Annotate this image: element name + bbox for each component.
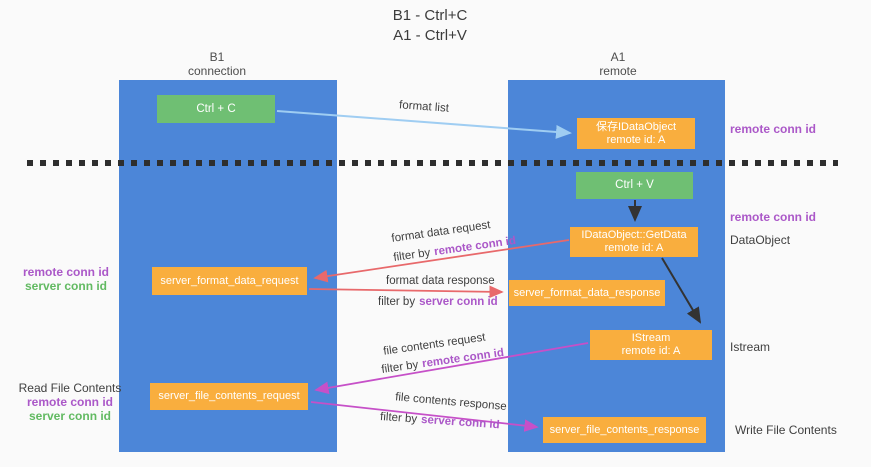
server-format-data-response-label: server_format_data_response [513,286,661,299]
diagram-title: B1 - Ctrl+C A1 - Ctrl+V [330,6,530,46]
node-ctrl-v: Ctrl + V [576,172,693,199]
filter-by-text-1: filter by [392,246,432,264]
label-remote-conn-id-mid-right: remote conn id [730,210,817,224]
save-idataobject-line2: remote id: A [606,133,666,146]
filter-by-text-3: filter by [380,358,420,376]
edge-label-format-data-response: format data response [386,275,495,287]
node-istream: IStream remote id: A [590,330,712,360]
left-conn-id-legend-1: remote conn id server conn id [16,265,116,293]
ctrl-c-label: Ctrl + C [196,102,236,115]
label-remote-conn-id-left-1: remote conn id [22,265,109,279]
istream-line1: IStream [631,332,671,344]
node-save-idataobject: 保存IDataObject remote id: A [577,118,695,149]
istream-line2: remote id: A [621,345,681,357]
getdata-line1: IDataObject::GetData [581,229,687,241]
server-format-data-request-label: server_format_data_request [160,274,299,287]
label-dataobject: DataObject [730,233,791,247]
lane-b1-subtitle: connection [187,64,247,78]
title-line-1: B1 - Ctrl+C [392,7,468,24]
edge-label-format-list: format list [398,99,450,115]
server-file-contents-response-label: server_file_contents_response [549,423,700,436]
node-server-format-data-response: server_format_data_response [509,280,665,306]
label-write-file-contents: Write File Contents [735,423,837,437]
lane-a1-subtitle: remote [599,64,637,78]
lane-header-b1: B1 connection [157,50,277,78]
node-server-format-data-request: server_format_data_request [152,267,307,295]
label-server-conn-id-left-2: server conn id [28,409,112,423]
lane-header-a1: A1 remote [558,50,678,78]
filter-by-text-2: filter by [378,296,416,308]
label-remote-conn-id-left-2: remote conn id [26,395,113,409]
node-server-file-contents-request: server_file_contents_request [150,383,308,410]
title-line-2: A1 - Ctrl+V [393,27,467,44]
lane-a1-title: A1 [610,50,626,64]
label-server-conn-id-left-1: server conn id [24,279,108,293]
node-idataobject-getdata: IDataObject::GetData remote id: A [570,227,698,257]
filter-key-server-2: server conn id [420,413,500,432]
filter-key-remote-1: remote conn id [433,234,517,259]
label-read-file-contents: Read File Contents [18,381,122,395]
ctrl-v-label: Ctrl + V [615,179,654,191]
label-remote-conn-id-top-right: remote conn id [730,122,817,136]
label-istream: Istream [730,340,771,354]
dashed-separator-line [27,160,838,166]
edge-label-file-contents-response: file contents response [394,391,508,414]
getdata-line2: remote id: A [604,242,664,254]
arrow-format-data-response [308,285,504,299]
save-idataobject-line1: 保存IDataObject [595,120,677,133]
server-file-contents-request-label: server_file_contents_request [158,390,300,402]
filter-key-server-1: server conn id [419,296,498,308]
filter-by-text-4: filter by [379,411,418,426]
node-server-file-contents-response: server_file_contents_response [543,417,706,443]
node-ctrl-c: Ctrl + C [157,95,275,123]
lane-b1-title: B1 [209,50,225,64]
left-conn-id-legend-2: Read File Contents remote conn id server… [18,381,122,423]
